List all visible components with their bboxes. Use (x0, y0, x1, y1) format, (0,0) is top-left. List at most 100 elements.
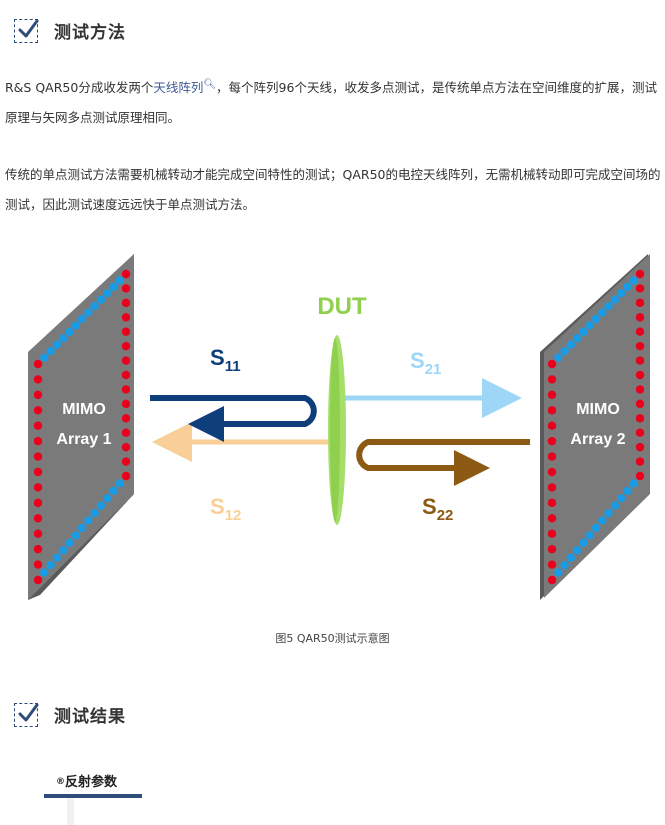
check-icon (14, 18, 39, 43)
antenna-element (115, 276, 124, 285)
antenna-element (84, 516, 93, 525)
antenna-element (554, 568, 563, 577)
antenna-element (121, 414, 131, 423)
search-icon[interactable]: 🔍︎ (203, 79, 217, 90)
antenna-element (598, 308, 607, 317)
s11-arrow (150, 395, 317, 442)
array1-label-line2: Array 1 (56, 431, 111, 448)
antenna-element (58, 546, 68, 555)
antenna-element (635, 399, 645, 409)
antenna-element (635, 341, 645, 351)
antenna-element (96, 501, 106, 510)
antenna-element (635, 269, 645, 279)
array2-label-line2: Array 2 (570, 431, 625, 448)
antenna-element (33, 390, 43, 400)
antenna-element (579, 538, 588, 548)
antenna-element (566, 340, 576, 349)
paragraph-method-compare: 传统的单点测试方法需要机械转动才能完成空间特性的测试；QAR50的电控天线阵列，… (5, 160, 661, 220)
antenna-element (121, 356, 131, 365)
antenna-element (554, 353, 563, 362)
antenna-element (33, 544, 43, 554)
array1-label-line1: MIMO (62, 401, 106, 418)
antenna-element (65, 327, 74, 337)
antenna-element (121, 399, 131, 409)
s11-label: S11 (210, 345, 241, 375)
section-heading-method: 测试方法 (14, 18, 126, 43)
antenna-element (547, 421, 557, 430)
antenna-element (102, 289, 112, 298)
antenna-element (604, 301, 613, 311)
antenna-element (33, 483, 43, 492)
paragraph-text: ，每个阵列96个天线，收发多点测试，是传统单点方法在空间维度的扩展，测试原理与矢… (5, 80, 657, 126)
antenna-element (572, 334, 582, 343)
antenna-element (121, 471, 131, 481)
antenna-element (635, 284, 645, 293)
antenna-element (547, 359, 557, 369)
antenna-element (547, 390, 557, 400)
antenna-element (52, 553, 62, 562)
antenna-element (547, 375, 557, 384)
antenna-element (616, 289, 626, 298)
antenna-element (46, 346, 55, 356)
antenna-element (65, 538, 74, 548)
table-edge (67, 798, 74, 825)
antenna-element (33, 452, 43, 461)
dut-label: DUT (317, 293, 367, 320)
antenna-element (629, 479, 638, 488)
antenna-element (623, 486, 632, 496)
antenna-element (635, 327, 645, 336)
antenna-element (40, 353, 49, 362)
antenna-element (585, 321, 594, 330)
s21-label: S21 (410, 348, 441, 378)
antenna-element (635, 313, 645, 322)
paragraph-text: R&S QAR50分成收发两个 (5, 80, 154, 96)
antenna-element (635, 356, 645, 365)
antenna-array-link[interactable]: 天线阵列 (153, 80, 204, 96)
antenna-element (84, 308, 93, 317)
antenna-element (616, 494, 626, 503)
antenna-element (547, 529, 557, 538)
antenna-element (121, 269, 131, 279)
antenna-element (33, 467, 43, 477)
paragraph-text: 传统的单点测试方法需要机械转动才能完成空间特性的测试；QAR50的电控天线阵列，… (5, 167, 661, 212)
antenna-element (635, 298, 645, 308)
array2-label-line1: MIMO (576, 401, 620, 418)
antenna-element (635, 428, 645, 437)
section-heading-results: 测试结果 (14, 702, 126, 727)
antenna-element (121, 457, 131, 466)
antenna-element (90, 301, 99, 311)
antenna-element (71, 321, 80, 330)
subsection-underline (44, 794, 142, 798)
figure-test-diagram: MIMO Array 1 MIMO Array 2 DUT S11 S21 S1… (0, 248, 665, 608)
antenna-element (547, 514, 557, 523)
antenna-element (33, 560, 43, 569)
section-title: 测试结果 (54, 707, 126, 727)
antenna-element (77, 314, 87, 324)
antenna-element (102, 494, 112, 503)
antenna-element (115, 479, 124, 488)
antenna-element (572, 546, 582, 555)
antenna-element (579, 327, 588, 337)
antenna-element (566, 553, 576, 562)
antenna-element (121, 341, 131, 351)
antenna-element (604, 508, 613, 518)
antenna-element (33, 575, 43, 585)
antenna-element (121, 313, 131, 322)
antenna-element (635, 385, 645, 394)
antenna-element (610, 295, 620, 304)
antenna-element (598, 516, 607, 525)
antenna-element (547, 575, 557, 585)
antenna-element (52, 340, 62, 349)
antenna-element (585, 531, 594, 540)
antenna-element (547, 498, 557, 508)
figure-caption: 图5 QAR50测试示意图 (275, 632, 390, 645)
antenna-element (635, 471, 645, 481)
antenna-element (33, 498, 43, 508)
antenna-element (635, 457, 645, 466)
antenna-element (591, 314, 601, 324)
antenna-element (547, 452, 557, 461)
subsection-title: ®反射参数 (56, 771, 117, 790)
test-diagram-svg: MIMO Array 1 MIMO Array 2 DUT S11 S21 S1… (28, 254, 650, 600)
antenna-element (33, 514, 43, 523)
antenna-element (33, 421, 43, 430)
